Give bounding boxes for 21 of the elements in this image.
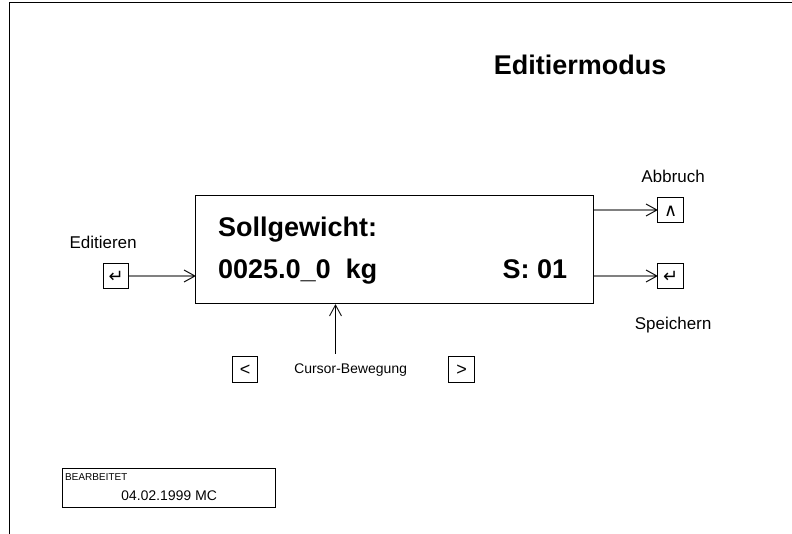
revision-date: 04.02.1999 MC <box>120 487 218 503</box>
key-label: Speichern <box>634 314 712 334</box>
arrow <box>329 304 342 354</box>
revision-label: BEARBEITET <box>65 472 128 483</box>
key-label: Editieren <box>68 233 138 253</box>
key-button: ↵ <box>103 263 129 289</box>
display-text: S: 01 <box>502 254 567 285</box>
lcd-display-box <box>195 195 594 304</box>
arrow <box>594 204 658 216</box>
key-button: < <box>232 356 258 383</box>
key-button: ∧ <box>657 197 684 223</box>
display-text: Sollgewicht: <box>218 212 378 243</box>
arrow <box>128 270 196 282</box>
display-text: 0025.0_0 kg <box>218 254 378 285</box>
arrow <box>594 270 658 282</box>
title: Editiermodus <box>492 50 668 81</box>
caption-text: Cursor-Bewegung <box>278 360 423 380</box>
key-button: > <box>448 356 475 383</box>
key-button: ↵ <box>657 263 684 289</box>
key-label: Abbruch <box>640 167 706 187</box>
revision-box <box>62 468 276 508</box>
